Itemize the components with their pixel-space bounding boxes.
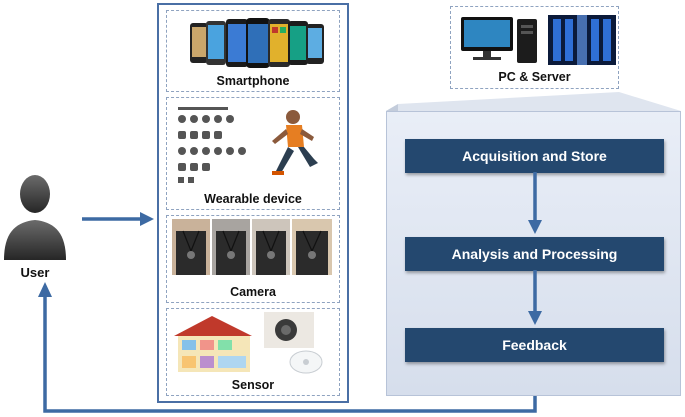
pc-server-box: PC & Server	[450, 6, 619, 89]
pc-server-image	[461, 15, 616, 65]
user: User	[2, 170, 68, 280]
device-label-camera: Camera	[230, 285, 276, 299]
processing-panel: Acquisition and Store Analysis and Proce…	[386, 111, 681, 396]
user-to-devices-arrow	[82, 212, 154, 226]
acquisition-store-box: Acquisition and Store	[405, 139, 664, 173]
user-silhouette-icon	[4, 175, 66, 260]
smart-home-sensor-image	[174, 312, 323, 374]
device-card-sensor: Sensor	[166, 308, 340, 396]
device-card-smartphone: Smartphone	[166, 10, 340, 92]
feedback-box: Feedback	[405, 328, 664, 362]
camera-image	[172, 219, 332, 275]
wearable-devices-image	[178, 107, 318, 183]
device-card-camera: Camera	[166, 215, 340, 303]
analysis-processing-box: Analysis and Processing	[405, 237, 664, 271]
smartphones-image	[190, 18, 324, 68]
device-label-wearable: Wearable device	[204, 192, 302, 206]
device-card-wearable: Wearable device	[166, 97, 340, 210]
pc-server-label: PC & Server	[498, 70, 571, 84]
device-panel: Smartphone Wearable device	[157, 3, 349, 403]
device-label-smartphone: Smartphone	[216, 74, 290, 88]
user-label: User	[20, 265, 50, 280]
device-label-sensor: Sensor	[231, 378, 275, 392]
